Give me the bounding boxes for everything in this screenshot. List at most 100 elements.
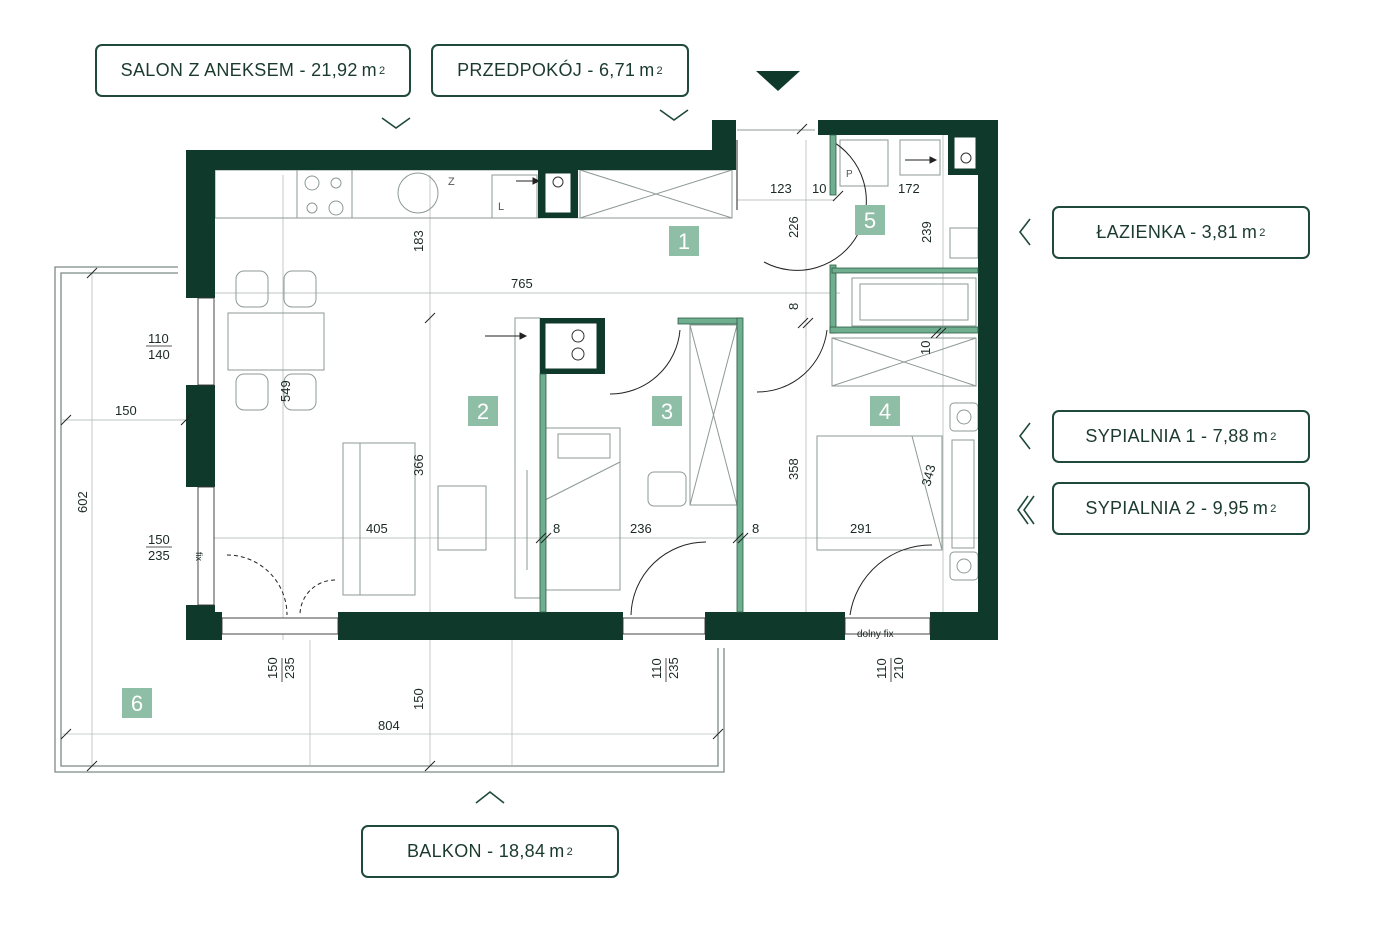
bathroom-fixtures — [737, 129, 979, 387]
wall-right — [978, 120, 998, 640]
window-dim-dividers — [281, 658, 892, 682]
bath-p-mark: P — [846, 169, 853, 180]
dim-765: 765 — [511, 276, 533, 291]
balkon-label-text: BALKON - 18,84 — [407, 841, 546, 861]
dim-804: 804 — [378, 718, 400, 733]
chevron-left-icon — [1018, 218, 1031, 246]
dim-10-bath: 10 — [918, 341, 933, 355]
dim-110-window-top: 110 — [148, 331, 169, 346]
balcony — [54, 266, 725, 773]
chevron-down-icon — [659, 109, 689, 121]
windows — [197, 297, 931, 635]
dim-140-window-bottom: 140 — [148, 347, 170, 362]
exterior-walls — [186, 120, 998, 640]
dim-358: 358 — [786, 458, 801, 480]
partition-bed1-right — [736, 317, 744, 613]
dim-window2-a: 110 — [649, 658, 664, 679]
bedroom1-furniture — [544, 427, 687, 591]
living-furniture — [342, 442, 487, 596]
room-numbers: 1 2 3 4 5 6 — [131, 208, 891, 716]
partition-bath-left-low — [829, 264, 837, 334]
dim-10-top: 10 — [812, 181, 826, 196]
room-6-tag — [122, 688, 152, 718]
room-3-tag — [652, 396, 682, 426]
sink-icon — [397, 172, 439, 214]
dim-window3-a: 110 — [874, 658, 889, 679]
dim-366: 366 — [411, 454, 426, 476]
chevron-up-icon — [475, 790, 505, 804]
room-1-number: 1 — [678, 229, 690, 254]
dim-549: 549 — [278, 380, 293, 402]
dim-8-hall: 8 — [786, 303, 801, 310]
dim-235-window-bottom: 235 — [148, 548, 170, 563]
window-left-lower — [197, 486, 215, 606]
dim-150-window-top: 150 — [148, 532, 170, 547]
dim-window3-b: 210 — [891, 657, 906, 679]
bedroom2-furniture — [816, 402, 979, 581]
kitchen — [214, 169, 733, 219]
lazienka-label-text: ŁAZIENKA - 3,81 — [1096, 222, 1238, 242]
wall-bottom-a — [186, 612, 222, 640]
room-3-number: 3 — [661, 399, 673, 424]
wall-bottom-d — [930, 612, 998, 640]
pointer-chevrons — [381, 109, 1035, 804]
room-number-tags — [122, 205, 900, 718]
wall-top-notch — [712, 120, 736, 170]
dim-window1-b: 235 — [282, 657, 297, 679]
fix-label: fix — [194, 552, 204, 562]
chevron-left-icon — [1018, 422, 1031, 450]
dim-150-balcony-depth: 150 — [411, 688, 426, 710]
wall-bottom-b — [338, 612, 623, 640]
dim-150-balcony: 150 — [115, 403, 137, 418]
shaft-circles — [552, 152, 972, 361]
dim-8-bed1: 8 — [553, 521, 560, 536]
dimension-lines — [61, 130, 980, 766]
room-5-tag — [855, 205, 885, 235]
dim-123: 123 — [770, 181, 792, 196]
dim-343: 343 — [918, 463, 938, 488]
window-bottom-bed1 — [622, 617, 706, 635]
partition-bath-left — [829, 134, 837, 196]
hall-arrow-icon — [485, 332, 528, 340]
dim-602: 602 — [75, 491, 90, 513]
chevron-down-icon — [381, 117, 411, 129]
wall-top-right — [818, 120, 998, 135]
partition-hall-left — [539, 373, 547, 613]
wall-left-upper — [186, 150, 215, 298]
entrance-arrow-icon — [756, 71, 800, 91]
window-bottom-living — [221, 617, 339, 635]
dim-183: 183 — [411, 230, 426, 252]
fridge-arrow-icon — [516, 177, 541, 185]
dim-window2-b: 235 — [666, 657, 681, 679]
shaft-inner — [545, 137, 976, 369]
room-6-number: 6 — [131, 691, 143, 716]
dim-window1-a: 150 — [265, 657, 280, 679]
dim-239: 239 — [919, 221, 934, 243]
room-5-number: 5 — [864, 208, 876, 233]
dimension-labels: 123 10 172 226 239 183 765 8 10 110 140 … — [75, 181, 939, 733]
window-bottom-bed2 — [844, 617, 931, 635]
room-4-tag — [870, 396, 900, 426]
przedpokoj-label-text: PRZEDPOKÓJ - 6,71 — [457, 60, 636, 80]
dolny-fix-label: dolny fix — [857, 629, 894, 640]
dim-405: 405 — [366, 521, 388, 536]
dim-172: 172 — [898, 181, 920, 196]
dim-236: 236 — [630, 521, 652, 536]
dim-226: 226 — [786, 216, 801, 238]
room-2-tag — [468, 396, 498, 426]
wall-left-mid — [186, 385, 215, 487]
room-4-number: 4 — [879, 399, 891, 424]
wall-top-left — [186, 150, 736, 170]
dining-set — [227, 270, 325, 411]
room-1-tag — [669, 226, 699, 256]
chevron-double-left-icon — [1017, 495, 1029, 525]
kitchen-l-mark: L — [498, 201, 504, 213]
partition-bath-bottom — [829, 326, 979, 334]
dimension-ticks — [60, 123, 947, 772]
